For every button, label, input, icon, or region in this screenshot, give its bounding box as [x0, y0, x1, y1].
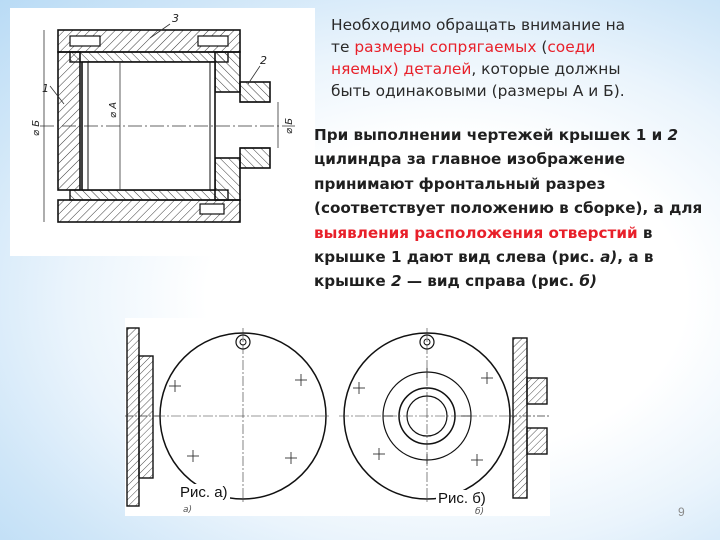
callout-1: 1: [42, 82, 49, 95]
dimension-a: ⌀ А: [108, 102, 119, 118]
sub-label-b: б): [475, 507, 484, 516]
dimension-note: Необходимо обращать внимание на те разме…: [331, 16, 626, 100]
callout-3: 3: [172, 12, 179, 25]
caption-fig-a: Рис. а): [178, 484, 230, 501]
cover-views-drawing: а) б): [125, 318, 550, 517]
dimension-b-left: ⌀ Б: [31, 120, 42, 136]
sub-label-a: а): [183, 505, 192, 515]
assembly-drawing: 1 3 2 ⌀ Б ⌀ А ⌀ Б: [10, 8, 315, 256]
caption-fig-b: Рис. б): [436, 490, 488, 507]
dimension-b-right: ⌀ Б: [284, 118, 295, 134]
page-number: 9: [678, 505, 685, 519]
callout-2: 2: [260, 54, 267, 67]
drawing-rules-text: При выполнении чертежей крышек 1 и 2 цил…: [314, 126, 703, 291]
